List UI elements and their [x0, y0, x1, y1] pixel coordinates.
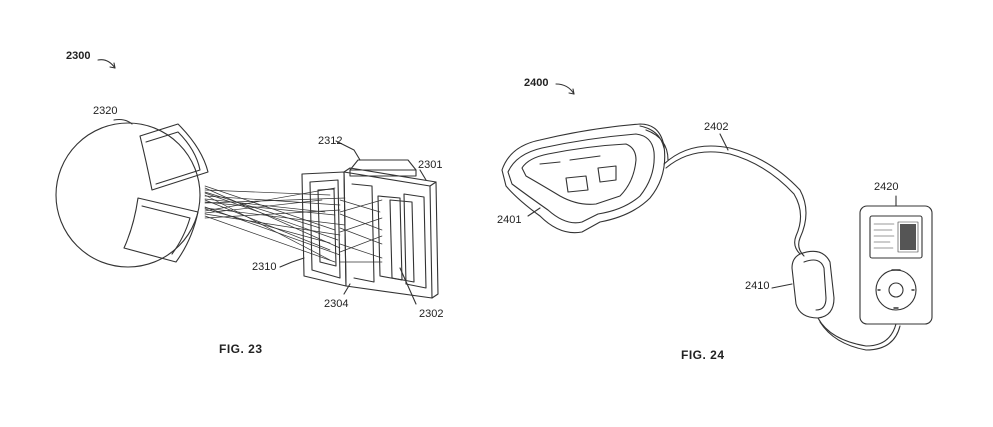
optic-frame: [301, 171, 347, 287]
center-button: [888, 282, 904, 298]
goggles-shell: [501, 123, 666, 234]
fig23-drawing: [55, 59, 439, 305]
top-component: [349, 159, 417, 171]
label-2310: 2310: [252, 261, 277, 273]
label-2302: 2302: [419, 308, 444, 320]
label-2320: 2320: [93, 105, 118, 117]
label-2401: 2401: [497, 214, 522, 226]
label-2410: 2410: [745, 280, 770, 292]
label-2420: 2420: [874, 181, 899, 193]
label-2304: 2304: [324, 298, 349, 310]
ref-arrow-2400: [555, 83, 575, 95]
fig-23-caption: FIG. 23: [219, 342, 263, 356]
label-2300: 2300: [66, 50, 91, 62]
controller-box: [791, 250, 835, 319]
light-rays: [204, 185, 346, 263]
label-2301: 2301: [418, 159, 443, 171]
fig-24-caption: FIG. 24: [681, 348, 725, 362]
label-2312: 2312: [318, 135, 343, 147]
upper-lens-segment: [139, 123, 209, 191]
cable: [663, 145, 807, 257]
lower-lens-segment: [123, 197, 199, 263]
fig24-drawing: [501, 83, 933, 351]
click-wheel: [875, 269, 917, 311]
eye-sphere: [55, 122, 201, 268]
goggles-displays: [565, 175, 589, 193]
label-2402: 2402: [704, 121, 729, 133]
media-player-screen: [869, 215, 923, 259]
ref-arrow-2300: [97, 59, 116, 69]
media-player: [859, 205, 933, 325]
label-2400: 2400: [524, 77, 549, 89]
